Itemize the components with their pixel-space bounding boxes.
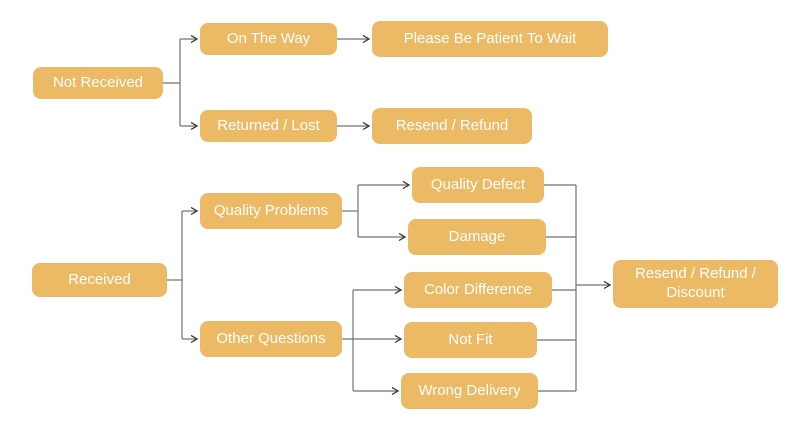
node-not-fit: Not Fit — [404, 322, 537, 358]
node-returned-lost: Returned / Lost — [200, 110, 337, 142]
node-resend-refund-discount: Resend / Refund / Discount — [613, 260, 778, 308]
node-received: Received — [32, 263, 167, 297]
node-quality-defect: Quality Defect — [412, 167, 544, 203]
node-resend-refund: Resend / Refund — [372, 108, 532, 144]
node-quality-problems: Quality Problems — [200, 193, 342, 229]
node-wrong-delivery: Wrong Delivery — [401, 373, 538, 409]
node-other-questions: Other Questions — [200, 321, 342, 357]
node-not-received: Not Received — [33, 67, 163, 99]
node-please-be-patient-to-wait: Please Be Patient To Wait — [372, 21, 608, 57]
node-damage: Damage — [408, 219, 546, 255]
node-color-difference: Color Difference — [404, 272, 552, 308]
node-on-the-way: On The Way — [200, 23, 337, 55]
